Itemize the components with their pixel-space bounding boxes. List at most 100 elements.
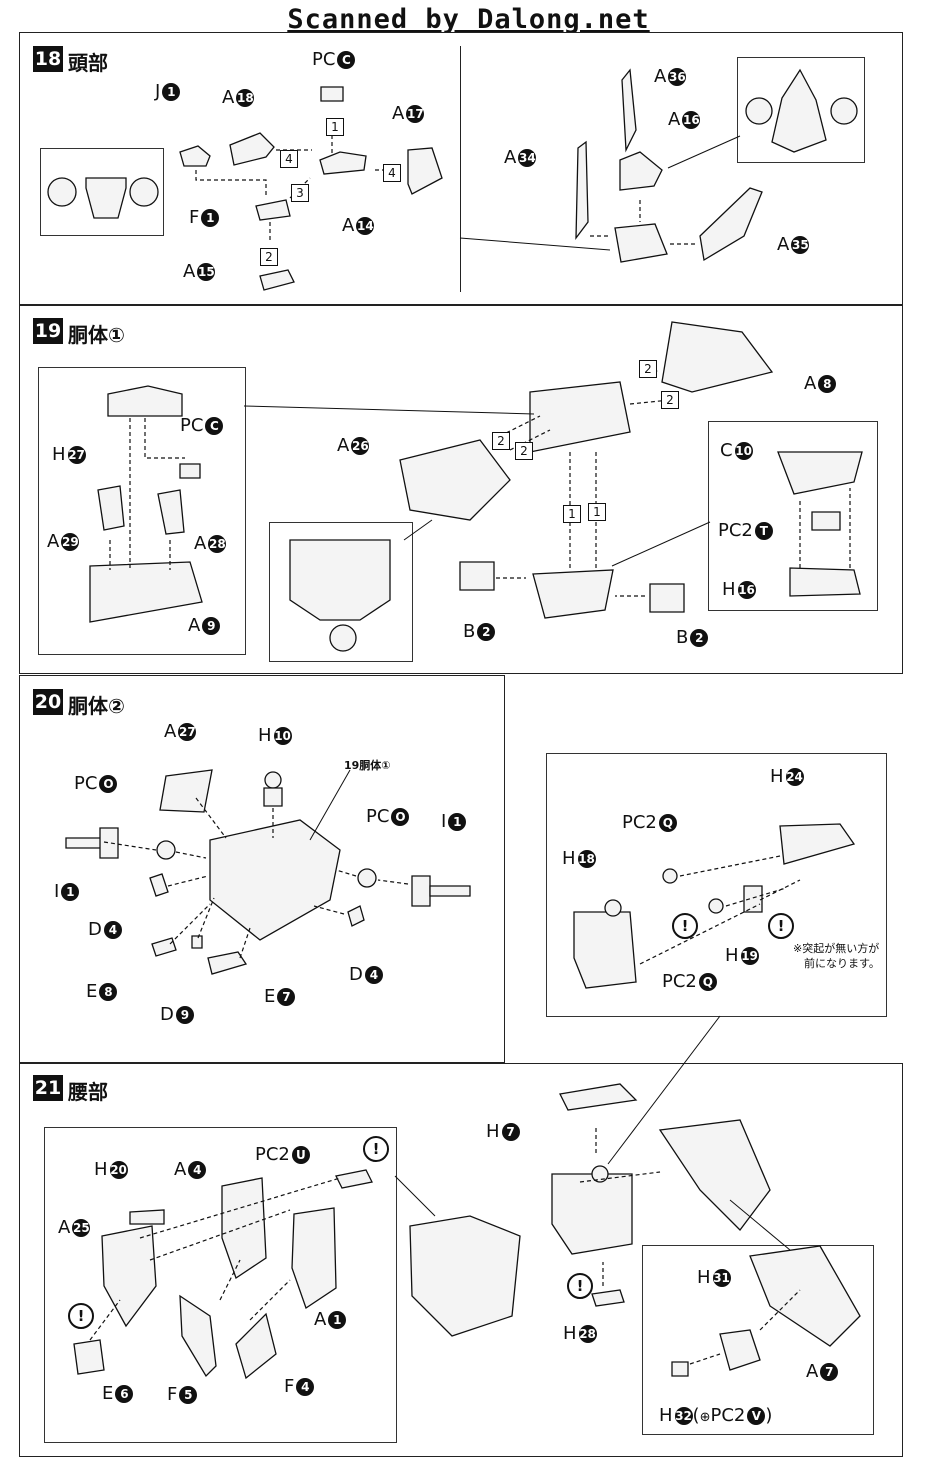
part-d4-left [149,873,169,897]
part-j1 [179,145,211,167]
leader-19 [243,405,711,567]
arrow-18-b [590,200,695,245]
part-h16 [789,567,861,597]
section-title-20: 胴体② [68,694,125,718]
part-a7 [749,1245,861,1347]
part-a17 [407,147,443,195]
part-head-inset [771,68,827,153]
leader-20-ref [309,769,351,841]
part-a16 [619,151,663,191]
part-pc2-t [811,511,841,531]
part-f4 [235,1312,277,1380]
section-number-21: 21 [33,1075,63,1101]
part-c10 [777,451,863,495]
step-18-3: 3 [291,184,309,202]
warning-icon-21a: ! [363,1136,389,1162]
part-i1-left [65,837,103,849]
step-18-2: 2 [260,248,278,266]
part-head-assembly [614,223,668,263]
watermark: Scanned_by_Dalong.net [287,4,650,35]
emblem-18 [85,177,127,219]
emblem-18-right [129,177,159,207]
part-skirt [658,1119,771,1231]
part-h7 [559,1083,638,1111]
emblem-18-right-a [745,97,773,125]
arrow-21 [89,1128,801,1365]
step-19-2d: 2 [515,442,533,460]
part-d9 [191,935,203,949]
section-number-20: 20 [33,689,63,715]
section-title-18: 頭部 [68,51,108,75]
part-torso-lower [532,569,614,619]
leader-21 [394,1015,791,1251]
emblem-18-left [47,177,77,207]
part-h24 [779,823,856,865]
part-a28 [157,489,185,535]
part-a27 [159,769,213,813]
leader-18 [459,135,741,251]
part-f5 [179,1294,217,1378]
part-pc2-q1 [662,868,678,884]
part-h10 [264,771,282,789]
note-line-2: 前になります。 [804,957,880,970]
part-a18 [229,132,275,166]
part-a26 [399,439,511,521]
part-pc-o-right [357,868,377,888]
combine-icon: ⊕ [699,1410,711,1425]
part-a36 [621,68,637,153]
part-pc-c-18 [320,86,344,102]
part-b2-left [459,561,495,591]
step-18-4a: 4 [280,150,298,168]
part-waist-front [409,1215,521,1337]
step-18-4b: 4 [383,164,401,182]
part-a4 [221,1177,267,1280]
step-19-2b: 2 [661,391,679,409]
step-19-1b: 1 [588,503,606,521]
part-i1-left-cap [99,827,119,859]
warning-icon-21b: ! [68,1303,94,1329]
part-i1-right-shaft [429,885,471,897]
part-e8 [151,937,177,957]
part-e7 [207,951,248,975]
step-18-1: 1 [326,118,344,136]
step-19-2c: 2 [492,432,510,450]
part-a34 [575,140,589,241]
part-d4-right [347,905,365,927]
part-a1 [291,1207,337,1310]
part-pc2-u [335,1169,373,1189]
